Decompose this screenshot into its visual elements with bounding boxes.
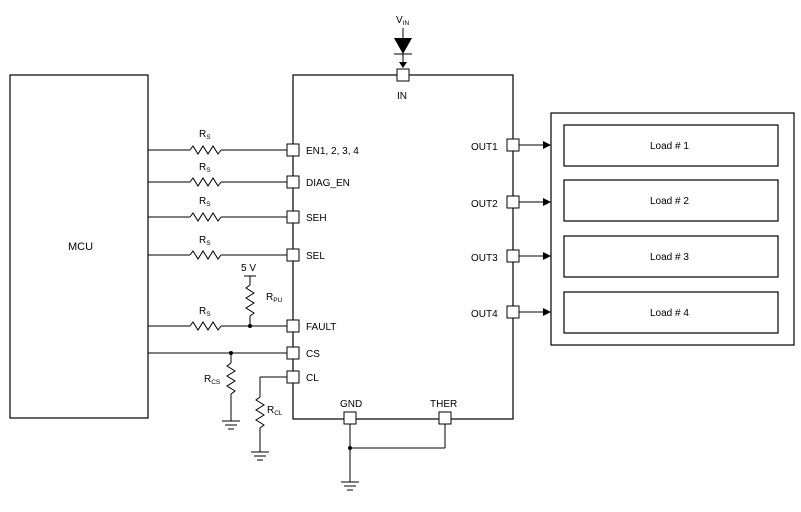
load-3-label: Load # 3 xyxy=(650,252,689,263)
supply-label: VIN xyxy=(396,15,409,27)
rs-seh-label: RS xyxy=(199,196,211,208)
left-pins: EN1, 2, 3, 4 DIAG_EN SEH SEL FAULT CS CL xyxy=(286,143,359,384)
junction-dot xyxy=(348,446,352,450)
resistor-rpu xyxy=(245,284,255,317)
resistor-rs-sel xyxy=(189,250,222,260)
resistor-rs-fault xyxy=(189,321,222,331)
rs-diag-label: RS xyxy=(199,162,211,174)
arrow-out2 xyxy=(543,198,551,206)
load-4 xyxy=(563,291,779,334)
pin-out4-label: OUT4 xyxy=(471,309,498,320)
pullup-network: 5 V RPU xyxy=(241,263,283,328)
pin-out1 xyxy=(506,138,520,152)
load-2-label: Load # 2 xyxy=(650,196,689,207)
resistor-rs-en xyxy=(189,145,222,155)
arrow-out4 xyxy=(543,308,551,316)
supply-input: VIN IN xyxy=(394,15,412,102)
pin-ther-label: THER xyxy=(430,399,457,410)
load-4-label: Load # 4 xyxy=(650,308,689,319)
load-1-label: Load # 1 xyxy=(650,141,689,152)
rs-sel-label: RS xyxy=(199,235,211,247)
device-block xyxy=(292,74,514,420)
pin-gnd-label: GND xyxy=(340,399,362,410)
pin-diag-en-label: DIAG_EN xyxy=(306,178,350,189)
load-1 xyxy=(563,124,779,167)
pin-cl-label: CL xyxy=(306,373,319,384)
pin-in xyxy=(396,68,410,82)
pin-seh-label: SEH xyxy=(306,213,327,224)
cl-network: RCL xyxy=(251,376,287,461)
pin-fault-label: FAULT xyxy=(306,322,336,333)
load-3 xyxy=(563,235,779,278)
pin-sel-label: SEL xyxy=(306,251,325,262)
bottom-pins: GND THER xyxy=(340,399,457,491)
diode-symbol xyxy=(394,38,412,54)
series-resistors: RS RS RS RS RS xyxy=(148,129,287,331)
rs-fault-label: RS xyxy=(199,306,211,318)
load-2 xyxy=(563,179,779,222)
supply-arrow xyxy=(399,62,407,68)
pin-fault xyxy=(286,319,300,333)
pin-en xyxy=(286,143,300,157)
pin-out4 xyxy=(506,305,520,319)
rcl-label: RCL xyxy=(267,405,283,417)
cs-network: RCS xyxy=(148,351,287,430)
pullup-voltage-label: 5 V xyxy=(241,263,256,274)
arrow-out1 xyxy=(543,141,551,149)
pin-in-label: IN xyxy=(397,91,407,102)
output-pins: OUT1 OUT2 OUT3 OUT4 xyxy=(471,138,551,320)
pin-out2 xyxy=(506,195,520,209)
pin-gnd xyxy=(343,411,357,425)
mcu-label: MCU xyxy=(68,241,93,253)
pin-cs-label: CS xyxy=(306,349,320,360)
pin-out3-label: OUT3 xyxy=(471,253,498,264)
resistor-rs-diag xyxy=(189,177,222,187)
pin-cs xyxy=(286,346,300,360)
pin-out1-label: OUT1 xyxy=(471,142,498,153)
pin-ther xyxy=(438,411,452,425)
rs-en-label: RS xyxy=(199,129,211,141)
pin-cl xyxy=(286,370,300,384)
resistor-rs-seh xyxy=(189,212,222,222)
pin-diag-en xyxy=(286,175,300,189)
rpu-label: RPU xyxy=(266,292,283,304)
pin-en-label: EN1, 2, 3, 4 xyxy=(306,146,359,157)
pin-out2-label: OUT2 xyxy=(471,199,498,210)
pin-sel xyxy=(286,248,300,262)
resistor-rcs xyxy=(226,362,236,395)
junction-dot xyxy=(248,324,252,328)
pin-seh xyxy=(286,210,300,224)
rcs-label: RCS xyxy=(204,374,221,386)
pin-out3 xyxy=(506,249,520,263)
mcu-block xyxy=(9,74,149,419)
loads-container: Load # 1 Load # 2 Load # 3 Load # 4 xyxy=(550,112,795,346)
resistor-rcl xyxy=(255,396,265,429)
arrow-out3 xyxy=(543,252,551,260)
